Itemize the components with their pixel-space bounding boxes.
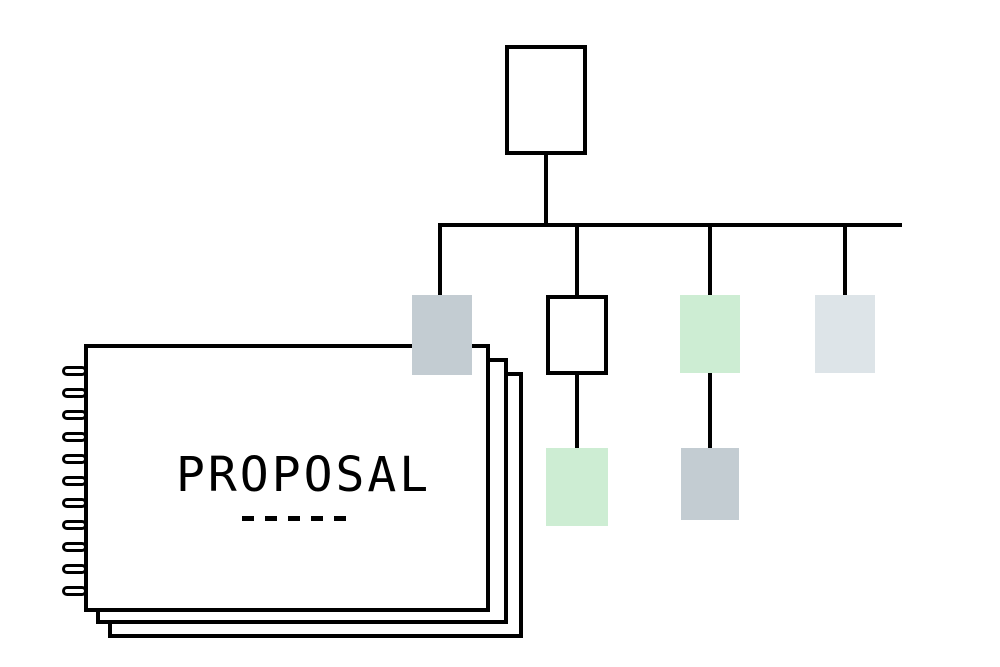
notebook-page-front xyxy=(84,344,490,612)
connector-child3-down xyxy=(708,371,712,450)
org-node-1-gray xyxy=(412,295,472,375)
org-root-node xyxy=(505,45,587,155)
spiral-ring xyxy=(62,388,87,398)
connector-drop-2 xyxy=(575,223,579,297)
spiral-ring xyxy=(62,586,87,596)
org-node-3-green xyxy=(680,295,740,373)
connector-child2-down xyxy=(575,371,579,450)
dash xyxy=(334,516,346,521)
notebook-dashes xyxy=(242,516,346,521)
org-node-4-lightgray xyxy=(815,295,875,373)
spiral-ring xyxy=(62,432,87,442)
org-subnode-3-gray xyxy=(681,448,739,520)
dash xyxy=(311,516,323,521)
spiral-ring xyxy=(62,366,87,376)
spiral-ring xyxy=(62,520,87,530)
spiral-ring xyxy=(62,410,87,420)
spiral-ring xyxy=(62,476,87,486)
dash xyxy=(242,516,254,521)
connector-drop-1 xyxy=(438,223,442,297)
connector-horizontal xyxy=(438,223,902,227)
connector-drop-3 xyxy=(708,223,712,297)
spiral-ring xyxy=(62,454,87,464)
org-node-2-outlined xyxy=(546,295,608,375)
spiral-ring xyxy=(62,542,87,552)
connector-root-vertical xyxy=(544,153,548,225)
spiral-ring xyxy=(62,498,87,508)
dash xyxy=(265,516,277,521)
org-subnode-2-green xyxy=(546,448,608,526)
connector-drop-4 xyxy=(843,223,847,297)
notebook-title: PROPOSAL xyxy=(176,447,432,503)
dash xyxy=(288,516,300,521)
spiral-ring xyxy=(62,564,87,574)
